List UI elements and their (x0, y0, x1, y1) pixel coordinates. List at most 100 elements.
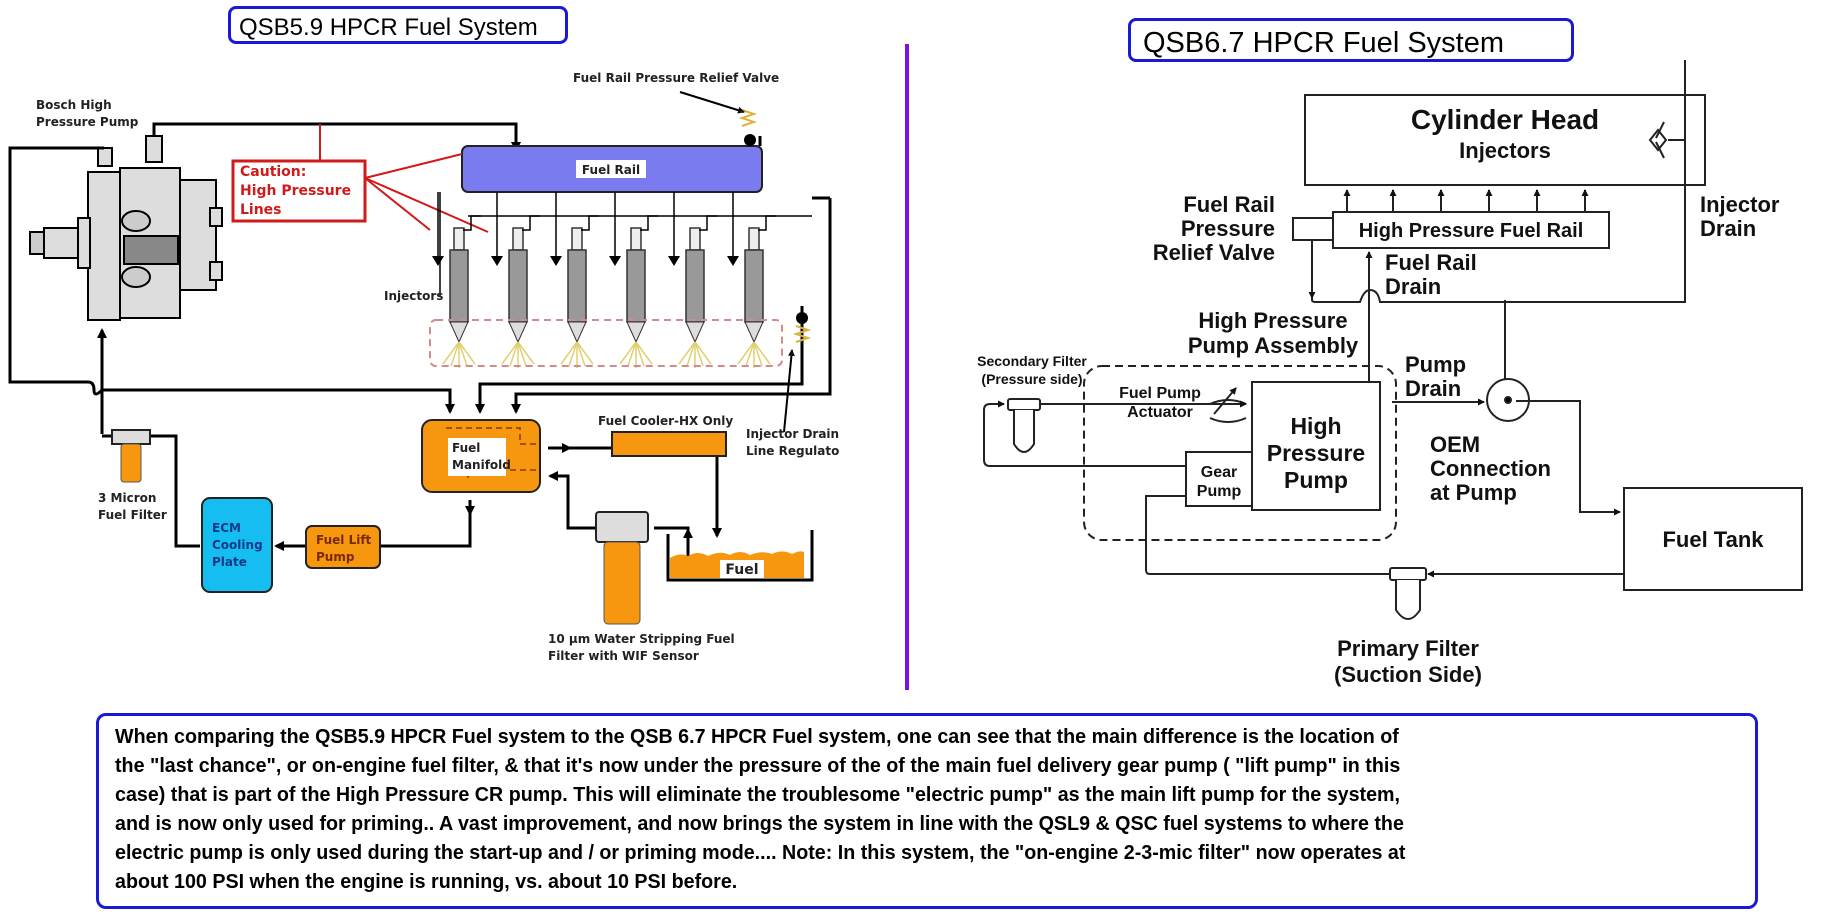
check-valve-icon (1648, 121, 1668, 159)
bosch-pump-label-2: Pressure Pump (36, 115, 139, 129)
injector-drain-label-1: Injector (1700, 192, 1780, 217)
water-filter-head (595, 511, 649, 543)
bosch-pump-icon (29, 135, 223, 321)
secondary-filter-bowl (1013, 410, 1035, 453)
ecm-label-1: ECM (212, 521, 241, 535)
spray-icon (619, 341, 653, 368)
drain-regulator-label-1: Injector Drain (746, 427, 839, 441)
hp-fuel-rail-label: High Pressure Fuel Rail (1359, 220, 1584, 242)
3-micron-filter-head (111, 429, 151, 445)
ecm-label-2: Cooling (212, 538, 263, 552)
right-diagram-title: QSB6.7 HPCR Fuel System (1128, 18, 1574, 62)
caution-box (231, 159, 367, 223)
injector (491, 192, 540, 368)
injector-arrows (1343, 189, 1589, 212)
water-filter-label-1: 10 µm Water Stripping Fuel (548, 632, 735, 646)
gear-pump-label-2: Pump (1197, 483, 1242, 500)
water-filter-body (603, 541, 641, 625)
actuator-label-2: Actuator (1127, 404, 1193, 421)
manifold-label-2: Manifold (452, 458, 511, 472)
hp-fuel-rail-box (1332, 211, 1610, 249)
spray-icon (442, 341, 476, 368)
ecm-to-filter-line (150, 434, 200, 548)
fuel-tank (666, 530, 814, 582)
hp-pump-label-2: Pressure (1267, 440, 1365, 466)
primary-filter-label-1: Primary Filter (1337, 636, 1479, 661)
ecm-cooling-plate (201, 497, 273, 593)
injector (668, 192, 717, 368)
secondary-filter-head (1007, 398, 1041, 411)
injector-group (432, 192, 812, 368)
hp-pump-label-3: Pump (1284, 467, 1348, 493)
fuel-lift-pump (305, 525, 381, 569)
rail-drain-label-2: Drain (1385, 274, 1441, 299)
fuel-rail-label: Fuel Rail (582, 163, 640, 177)
spray-icon (678, 341, 712, 368)
injector (727, 192, 776, 368)
primary-filter-label-2: (Suction Side) (1334, 662, 1482, 687)
injector-drain-return-line (511, 198, 832, 414)
relief-valve-label: Fuel Rail Pressure Relief Valve (573, 71, 779, 85)
water-filter-label-2: Filter with WIF Sensor (548, 649, 699, 663)
primary-filter-head (1389, 567, 1427, 581)
manifold-to-lift-line (362, 510, 472, 548)
injector (550, 192, 599, 368)
cylinder-head-box (1304, 94, 1706, 186)
3-micron-label-2: Fuel Filter (98, 508, 167, 522)
actuator-label-1: Fuel Pump (1119, 385, 1201, 402)
caution-label-3: Lines (240, 202, 282, 218)
combustion-zone (429, 319, 783, 367)
spray-icon (501, 341, 535, 368)
fuel-cooler (611, 431, 727, 457)
filter-to-manifold-line (548, 471, 600, 530)
drain-regulator-label-2: Line Regulato (746, 444, 839, 458)
comparison-note-text: When comparing the QSB5.9 HPCR Fuel syst… (115, 725, 1406, 893)
oem-label-3: at Pump (1430, 480, 1517, 505)
oem-label-2: Connection (1430, 456, 1551, 481)
pump-assembly-outline (1083, 365, 1397, 541)
high-pressure-pump-box (1251, 381, 1381, 511)
comparison-note: When comparing the QSB5.9 HPCR Fuel syst… (96, 713, 1758, 909)
ecm-label-3: Plate (212, 555, 247, 569)
cylinder-head-label: Cylinder Head (1411, 104, 1599, 135)
hp-pump-label-1: High (1290, 413, 1341, 439)
injector (609, 192, 658, 368)
drain-line (475, 306, 804, 414)
primary-filter-bowl (1395, 580, 1421, 620)
relief-valve-icon (738, 109, 758, 146)
injector-drain-label-2: Drain (1700, 216, 1756, 241)
relief-valve-box (1292, 217, 1334, 241)
bosch-pump-label-1: Bosch High (36, 98, 112, 112)
fuel-cooler-label: Fuel Cooler-HX Only (598, 414, 733, 428)
rail-drain-label-1: Fuel Rail (1385, 250, 1477, 275)
caution-label-2: High Pressure (240, 183, 351, 199)
oem-label-1: OEM (1430, 432, 1480, 457)
lift-pump-label-2: Pump (316, 550, 355, 564)
left-diagram: Bosch High Pressure Pump Fuel Rail (8, 71, 839, 663)
pump-return-line (8, 146, 455, 414)
injectors-label: Injectors (384, 289, 443, 303)
drain-regulator-icon (792, 312, 812, 343)
relief-valve-label-2: Pressure (1181, 216, 1275, 241)
pump-assembly-label-1: High Pressure (1198, 308, 1347, 333)
injector (432, 192, 481, 368)
pump-assembly-label-2: Pump Assembly (1188, 333, 1359, 358)
fuel-tank-label: Fuel Tank (1662, 527, 1764, 552)
center-divider (905, 44, 909, 690)
lift-pump-label-1: Fuel Lift (316, 533, 372, 547)
fuel-tank-label: Fuel (725, 562, 758, 578)
3-micron-label-1: 3 Micron (98, 491, 156, 505)
3-micron-filter-body (120, 443, 142, 483)
right-diagram (983, 60, 1803, 620)
left-diagram-title: QSB5.9 HPCR Fuel System (228, 6, 568, 44)
caution-label-1: Caution: (240, 164, 306, 180)
spray-icon (737, 341, 771, 368)
relief-valve-label-1: Fuel Rail (1183, 192, 1275, 217)
secondary-filter-label-2: (Pressure side) (981, 371, 1082, 387)
gear-pump-box (1185, 451, 1253, 507)
spray-icon (560, 341, 594, 368)
hp-supply-line (152, 122, 521, 152)
pump-drain-label-1: Pump (1405, 352, 1466, 377)
manifold-label-1: Fuel (452, 441, 480, 455)
secondary-filter-label-1: Secondary Filter (977, 353, 1087, 369)
